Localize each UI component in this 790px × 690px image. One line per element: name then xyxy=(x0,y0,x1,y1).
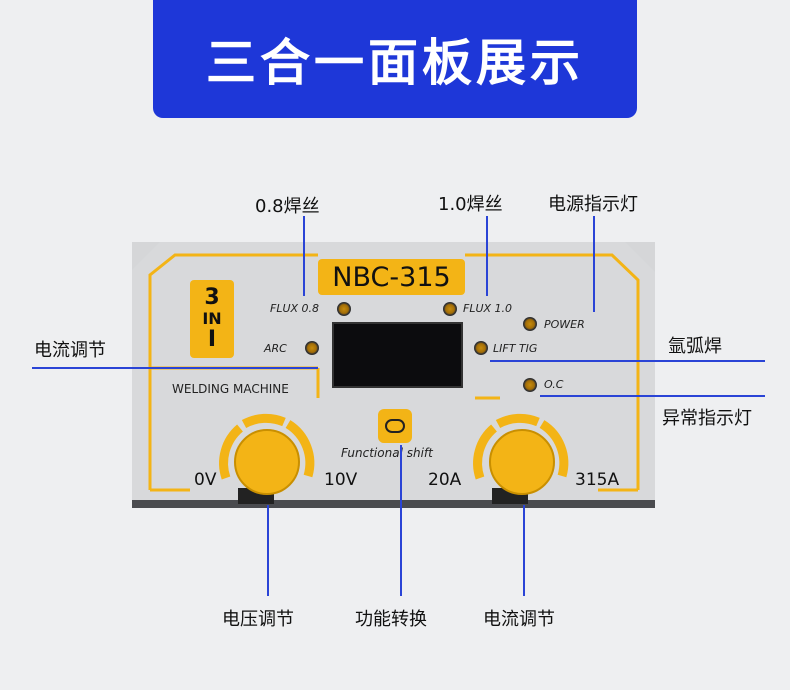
annotation-wire10: 1.0焊丝 xyxy=(438,194,503,215)
flux10-led xyxy=(443,302,457,316)
three-in-one-badge: 3 IN I xyxy=(190,280,234,358)
function-shift-label: Functional shift xyxy=(341,446,433,460)
annotation-current-adjust-left: 电流调节 xyxy=(34,340,106,361)
function-shift-button[interactable] xyxy=(378,409,412,443)
flux08-led xyxy=(337,302,351,316)
flux08-label: FLUX 0.8 xyxy=(270,302,320,315)
badge-line1: 3 xyxy=(204,285,220,310)
annotation-argon-arc: 氩弧焊 xyxy=(668,336,722,357)
flux10-label: FLUX 1.0 xyxy=(463,302,513,315)
power-led xyxy=(523,317,537,331)
scale-20a: 20A xyxy=(428,470,462,490)
right-scale-seg3 xyxy=(539,420,569,478)
model-plate: NBC-315 xyxy=(318,259,465,295)
badge-line2: IN xyxy=(202,309,222,328)
welding-machine-label: WELDING MACHINE xyxy=(172,382,289,396)
swap-icon xyxy=(385,419,405,433)
scale-10v: 10V xyxy=(324,470,358,490)
right-scale-seg2 xyxy=(495,413,540,429)
model-text: NBC-315 xyxy=(332,261,451,293)
annotation-function-switch: 功能转换 xyxy=(355,609,427,630)
current-knob xyxy=(489,429,555,504)
oc-led xyxy=(523,378,537,392)
right-scale-seg1 xyxy=(473,424,498,480)
left-scale-seg2 xyxy=(241,413,286,429)
badge-line3: I xyxy=(207,327,217,352)
annotation-abnormal-indicator: 异常指示灯 xyxy=(662,408,752,429)
lift-tig-led xyxy=(474,341,488,355)
annotation-current-adjust-bottom: 电流调节 xyxy=(483,609,555,630)
scale-0v: 0V xyxy=(194,470,217,490)
frame-right xyxy=(465,253,640,490)
left-scale-seg3 xyxy=(285,420,315,478)
page-title-banner: 三合一面板展示 xyxy=(153,0,637,118)
frame-left xyxy=(148,253,318,490)
digital-display xyxy=(332,322,463,388)
annotation-voltage-adjust: 电压调节 xyxy=(222,609,294,630)
annotation-wire08: 0.8焊丝 xyxy=(255,196,320,217)
arc-label: ARC xyxy=(264,342,287,355)
voltage-knob xyxy=(234,429,300,504)
page-title: 三合一面板展示 xyxy=(206,34,584,92)
power-label: POWER xyxy=(544,318,585,331)
panel-bottom-edge xyxy=(132,500,655,508)
left-scale-seg1 xyxy=(219,424,244,480)
annotation-power-indicator: 电源指示灯 xyxy=(548,194,638,215)
arc-led xyxy=(305,341,319,355)
lift-tig-label: LIFT TIG xyxy=(493,342,538,355)
oc-label: O.C xyxy=(544,378,564,391)
scale-315a: 315A xyxy=(575,470,620,490)
